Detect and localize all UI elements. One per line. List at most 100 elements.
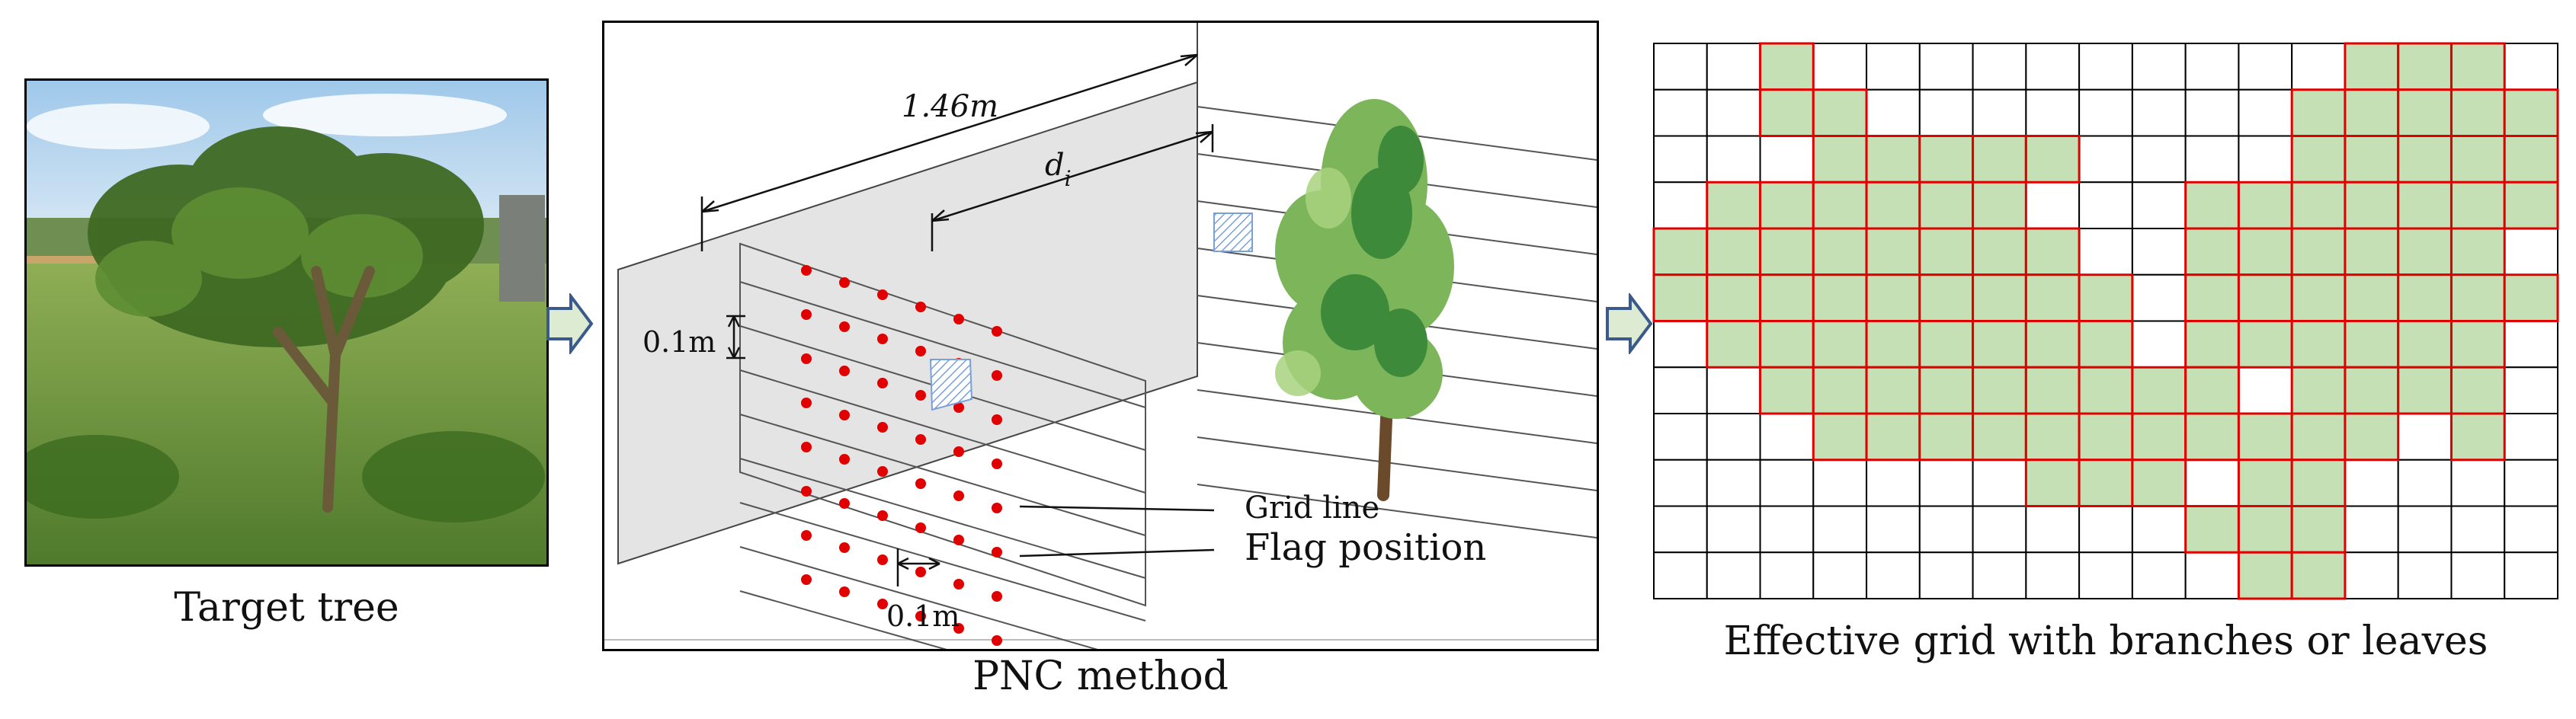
grid-cell — [1653, 135, 1708, 184]
grid-cell — [2238, 366, 2293, 414]
flag-dot — [801, 530, 812, 541]
effective-cell — [2344, 227, 2400, 276]
right-arrow-icon — [546, 293, 594, 354]
grid-cell — [1653, 320, 1708, 369]
grid-cell — [2025, 43, 2081, 91]
effective-cell — [2237, 459, 2293, 507]
grid-cell — [1706, 366, 1761, 414]
effective-cell — [2290, 505, 2347, 554]
width-label: 1.46m — [902, 89, 998, 124]
flag-dot — [877, 422, 888, 433]
grid-cell — [2238, 43, 2293, 91]
grid-cell — [2025, 181, 2081, 229]
flag-dot — [801, 486, 812, 497]
effective-cell — [2290, 366, 2347, 415]
grid-cell — [1653, 366, 1708, 414]
effective-cell — [2290, 181, 2347, 230]
distance-symbol: d — [1045, 148, 1065, 183]
grid-cell — [1866, 459, 1921, 507]
effective-cell — [1918, 181, 1975, 230]
effective-cell — [1812, 366, 1868, 415]
grid-cell — [1706, 135, 1761, 184]
effective-grid-drawing — [1652, 42, 2559, 600]
grid-line — [739, 502, 1146, 622]
effective-cell — [2237, 505, 2293, 554]
grid-cell — [1918, 459, 1974, 507]
grid-cell — [1759, 135, 1815, 184]
flag-dot — [877, 554, 888, 565]
grid-cell — [1866, 505, 1921, 554]
effective-cell — [1706, 273, 1762, 322]
grid-cell — [1653, 505, 1708, 554]
effective-cell — [1865, 227, 1921, 276]
grid-cell — [1972, 505, 2027, 554]
effective-cell — [1865, 366, 1921, 415]
effective-cell — [2237, 412, 2293, 462]
flag-dot — [953, 314, 964, 324]
effective-cell — [2449, 320, 2506, 369]
effective-cell — [2290, 320, 2347, 369]
effective-cell — [2449, 273, 2506, 322]
pnc-diagram-drawing: 1.46m di 0.1m 0.1m Grid line Flag positi… — [604, 23, 1597, 649]
grid-cell — [1812, 551, 1868, 599]
effective-cell — [1918, 366, 1975, 415]
effective-cell — [2184, 366, 2240, 415]
grid-cell — [2397, 413, 2453, 461]
flag-dot — [992, 459, 1002, 469]
effective-cell — [2184, 273, 2240, 322]
effective-cell — [2024, 366, 2081, 415]
effective-cell — [2184, 505, 2240, 554]
effective-cell — [2397, 181, 2453, 230]
effective-cell — [1812, 273, 1868, 322]
effective-cell — [2237, 181, 2293, 230]
flag-dot — [953, 491, 964, 501]
grid-cell — [1866, 551, 1921, 599]
grid-cell — [2397, 505, 2453, 554]
effective-cell — [2024, 412, 2081, 462]
effective-cell — [1812, 320, 1868, 369]
flag-dot — [953, 446, 964, 457]
grid-line — [739, 458, 1146, 579]
effective-cell — [2344, 88, 2400, 137]
effective-cell — [2131, 459, 2187, 507]
flag-dot — [877, 334, 888, 344]
effective-cell — [2290, 227, 2347, 276]
effective-cell — [2024, 227, 2081, 276]
flag-dot — [839, 366, 850, 376]
grid-cell — [1653, 551, 1708, 599]
grid-line — [739, 369, 1146, 494]
effective-cell — [1759, 181, 1815, 230]
grid-cell — [2344, 459, 2399, 507]
grid-line — [739, 546, 1098, 649]
flag-dot — [915, 434, 926, 445]
grid-cell — [2131, 551, 2187, 599]
flag-position-label: Flag position — [1245, 526, 1486, 569]
vertical-spacing-label: 0.1m — [642, 325, 716, 359]
grid-cell — [2504, 320, 2559, 369]
effective-cell — [1812, 181, 1868, 230]
effective-cell — [1759, 88, 1815, 137]
effective-cell — [1706, 227, 1762, 276]
grid-line — [739, 590, 947, 649]
effective-cell — [2078, 320, 2134, 369]
flag-dot — [839, 277, 850, 288]
effective-cell — [1652, 227, 1709, 276]
effective-cell — [1972, 135, 2027, 184]
effective-cell — [1759, 227, 1815, 276]
effective-cell — [1918, 320, 1975, 369]
grid-cell — [2504, 413, 2559, 461]
grid-cell — [1653, 413, 1708, 461]
grid-cell — [1972, 88, 2027, 137]
grid-line — [739, 414, 1146, 536]
flag-dot — [992, 326, 1002, 337]
photo-caption: Target tree — [174, 585, 399, 631]
grid-line — [739, 281, 1146, 408]
flag-dots — [801, 265, 1002, 646]
grid-cell — [1759, 459, 1815, 507]
grid-cell — [2131, 273, 2187, 322]
effective-cell — [2184, 227, 2240, 276]
effective-cell — [1652, 273, 1709, 322]
grid-cell — [1706, 88, 1761, 137]
grid-cell — [2184, 459, 2240, 507]
flag-dot — [992, 414, 1002, 425]
